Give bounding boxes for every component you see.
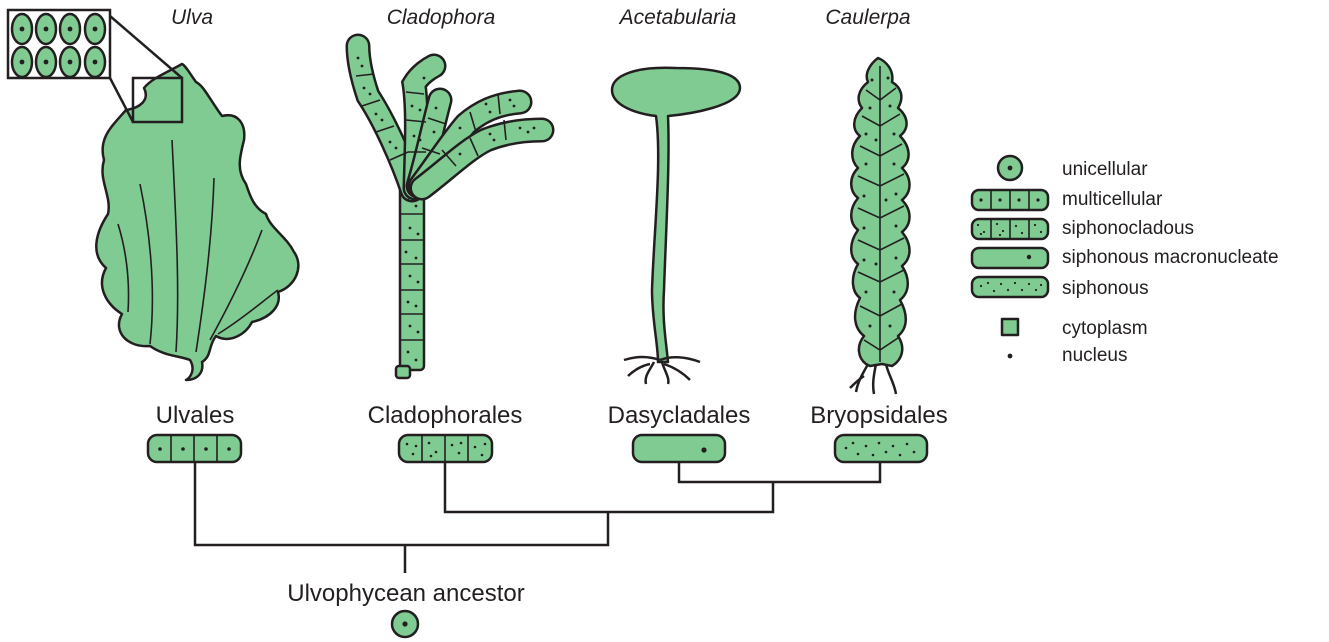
- cladophora-illustration: [345, 33, 555, 380]
- unicellular-icon-ancestor: [390, 609, 420, 639]
- species-label-cladophora: Cladophora: [387, 6, 496, 29]
- group-label-bryopsidales: Bryopsidales: [810, 402, 947, 429]
- siphonous-icon-bryopsidales: [833, 433, 929, 464]
- legend-nucleus-dot: [1007, 353, 1013, 359]
- ancestor-label: Ulvophycean ancestor: [287, 580, 524, 607]
- ulva-illustration: [6, 8, 300, 382]
- legend-label-unicellular: unicellular: [1062, 159, 1148, 180]
- multicellular-icon-ulvales: [146, 433, 243, 464]
- ulva-cells: [10, 12, 107, 79]
- siphonous-macronucleate-icon-dasycladales: [631, 433, 727, 464]
- legend-unicellular-icon: [996, 154, 1024, 182]
- group-label-cladophorales: Cladophorales: [368, 402, 523, 429]
- legend-label-siphonocladous: siphonocladous: [1062, 218, 1194, 239]
- zoom-region-box: [131, 76, 184, 124]
- acetabularia-illustration: [610, 66, 742, 385]
- phylogenetic-tree: [193, 462, 882, 573]
- legend-label-multicellular: multicellular: [1062, 189, 1163, 210]
- legend-label-cytoplasm: cytoplasm: [1062, 318, 1148, 339]
- species-label-acetabularia: Acetabularia: [618, 6, 737, 29]
- legend: unicellular multicellular siphonocladous: [970, 154, 1279, 366]
- legend-cytoplasm-swatch: [1000, 317, 1020, 337]
- legend-label-siphonous-macronucleate: siphonous macronucleate: [1062, 247, 1279, 268]
- legend-siphonous-icon: [970, 275, 1050, 299]
- caulerpa-illustration: [849, 56, 911, 395]
- legend-label-nucleus: nucleus: [1062, 345, 1128, 366]
- legend-siphonocladous-icon: [970, 217, 1050, 241]
- species-label-ulva: Ulva: [171, 6, 213, 29]
- legend-multicellular-icon: [970, 188, 1050, 212]
- group-label-ulvales: Ulvales: [156, 402, 235, 429]
- legend-siphonous-macronucleate-icon: [970, 246, 1050, 270]
- group-label-dasycladales: Dasycladales: [608, 402, 751, 429]
- siphonocladous-icon-cladophorales: [397, 433, 494, 464]
- species-label-caulerpa: Caulerpa: [825, 6, 910, 29]
- legend-label-siphonous: siphonous: [1062, 278, 1149, 299]
